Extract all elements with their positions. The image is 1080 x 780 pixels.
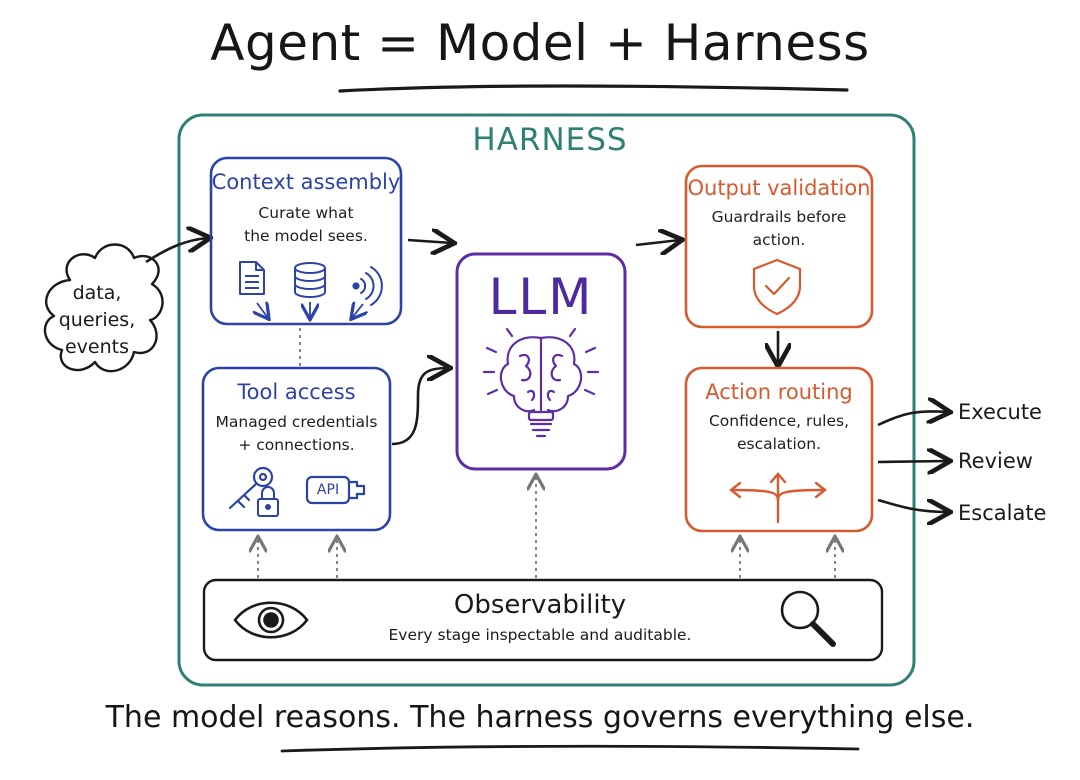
harness-frame [177, 113, 916, 687]
action-routing-title: Action routing [705, 380, 853, 404]
eye-icon [233, 601, 309, 639]
tool-access-node: Tool access Managed credentials + connec… [203, 368, 390, 530]
tool-access-text: Managed credentials + connections. [215, 413, 378, 454]
arrow-llm-to-output [635, 240, 680, 245]
input-cloud-label: data, queries, events [58, 282, 136, 358]
execute-label: Execute [958, 400, 1042, 424]
escalate-label: Escalate [958, 501, 1047, 525]
context-inflow-arrow-right [352, 304, 363, 318]
arrow-to-execute [877, 411, 948, 427]
branching-arrows-icon [729, 472, 827, 524]
context-assembly-text: Curate what the model sees. [244, 204, 368, 245]
observability-title: Observability [453, 590, 627, 620]
api-plug-icon [305, 475, 366, 505]
harness-label: HARNESS [472, 122, 628, 158]
title-underline [338, 84, 849, 93]
magnifier-icon [780, 590, 836, 647]
arrow-to-escalate [877, 498, 948, 512]
footer-tagline: The model reasons. The harness governs e… [105, 700, 975, 735]
lock-icon [257, 486, 279, 517]
arrow-tool-to-llm [391, 368, 448, 446]
arrow-context-to-llm [407, 240, 452, 243]
arrow-to-review [877, 461, 948, 462]
output-validation-node: Output validation Guardrails before acti… [686, 166, 872, 327]
shield-check-icon [752, 258, 802, 316]
key-icon [228, 466, 274, 510]
action-routing-node: Action routing Confidence, rules, escala… [686, 368, 872, 531]
observability-box [202, 578, 884, 662]
api-label: API [316, 482, 340, 498]
tool-access-title: Tool access [237, 380, 356, 404]
llm-label: LLM [488, 268, 594, 326]
review-label: Review [958, 449, 1033, 473]
tool-access-box [201, 366, 392, 532]
footer-underline [280, 744, 860, 753]
signal-icon [352, 266, 383, 306]
arrow-input-to-context [145, 238, 208, 264]
context-assembly-node: Context assembly Curate what the model s… [211, 158, 401, 324]
output-validation-box [684, 164, 874, 329]
llm-box [455, 252, 627, 471]
observability-text: Every stage inspectable and auditable. [388, 626, 692, 644]
context-inflow-arrow-left [257, 303, 268, 318]
context-assembly-box [209, 156, 403, 326]
brain-lightbulb-icon [482, 327, 600, 438]
action-routing-text: Confidence, rules, escalation. [708, 412, 850, 453]
input-cloud-text: data, queries, events [42, 280, 152, 361]
input-cloud [43, 243, 164, 373]
context-assembly-title: Context assembly [211, 170, 401, 194]
document-icon [239, 261, 265, 295]
page-title: Agent = Model + Harness [210, 14, 870, 72]
action-routing-box [684, 366, 874, 533]
output-validation-text: Guardrails before action. [711, 208, 847, 249]
output-validation-title: Output validation [687, 176, 871, 200]
database-icon [294, 262, 326, 298]
